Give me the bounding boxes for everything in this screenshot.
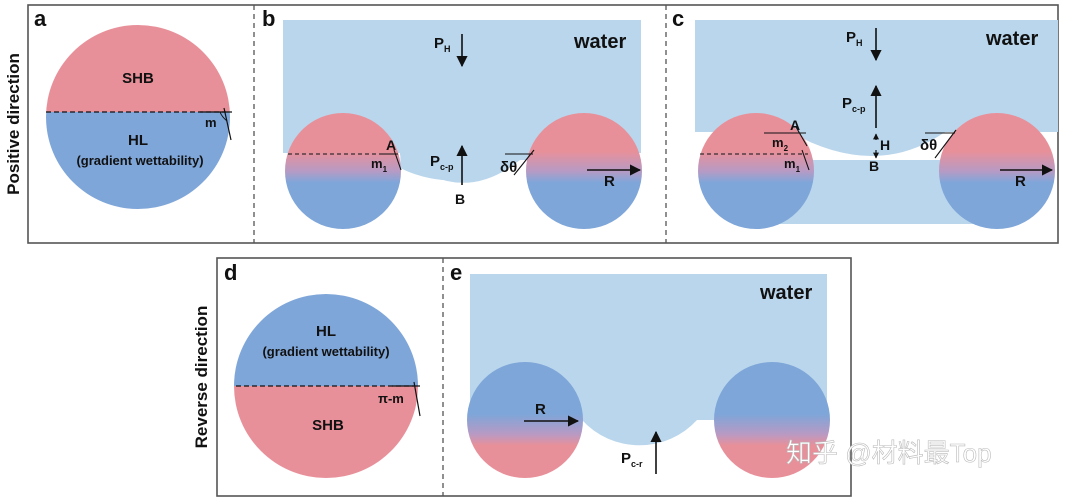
panel-letter-e: e — [450, 260, 462, 285]
panel-c-meniscus — [790, 132, 945, 156]
panel-a-hl-sub: (gradient wettability) — [76, 153, 203, 168]
panel-e-right-sphere — [714, 362, 830, 478]
panel-c-m2-tangent — [795, 126, 808, 147]
watermark: 知乎 @材料最Top — [786, 438, 992, 468]
panel-a-hl-label: HL — [128, 132, 148, 149]
side-label-reverse: Reverse direction — [192, 306, 211, 449]
bottom-frame — [216, 257, 852, 497]
panel-c-left-sphere — [698, 113, 814, 229]
panel-a-shb-label: SHB — [122, 70, 154, 87]
panel-c-ph-label: PH — [846, 29, 863, 48]
panel-b-m1-label: m1 — [371, 156, 388, 174]
panel-c-radius-label: R — [1015, 173, 1026, 190]
panel-b-radius-label: R — [604, 173, 615, 190]
panel-c-m1-label: m1 — [784, 156, 801, 174]
panel-b-meniscus — [400, 150, 530, 183]
panel-d-hl-label: HL — [316, 323, 336, 340]
panel-c-point-a: A — [790, 117, 800, 133]
panel-b-left-sphere — [285, 113, 401, 229]
panel-b-delta-tangent — [513, 149, 535, 176]
panel-e-water-label: water — [759, 282, 812, 304]
panel-b-right-sphere — [526, 113, 642, 229]
panel-c-m1-tangent — [801, 149, 810, 171]
panel-b-pcp-label: Pc-p — [430, 153, 454, 172]
panel-c-height-label: H — [880, 137, 890, 153]
panel-c-point-b: B — [869, 158, 879, 174]
panel-c-delta-tangent — [934, 129, 957, 159]
panel-e-left-sphere — [467, 362, 583, 478]
panel-letter-a: a — [34, 6, 47, 31]
panel-c-right-sphere — [939, 113, 1055, 229]
panel-letter-d: d — [224, 260, 237, 285]
panel-b-m1-tangent — [393, 149, 402, 171]
panel-e-pcr-label: Pc-r — [621, 450, 643, 469]
panel-e-radius-label: R — [535, 401, 546, 418]
panel-c-delta-label: δθ — [920, 137, 937, 154]
panel-c-pcp-label: Pc-p — [842, 95, 866, 114]
panel-b-delta-label: δθ — [500, 159, 517, 176]
panel-b-point-a: A — [386, 137, 396, 153]
panel-d-angle-label: π-m — [378, 391, 404, 406]
panel-d-shb-label: SHB — [312, 417, 344, 434]
panel-a-angle-label: m — [205, 115, 217, 130]
panel-letter-b: b — [262, 6, 275, 31]
panel-a-tangent — [223, 107, 232, 141]
panel-c-water-label: water — [985, 28, 1038, 50]
panel-d-tangent — [413, 381, 421, 417]
panel-b-water-label: water — [573, 31, 626, 53]
panel-d-hl-sub: (gradient wettability) — [262, 344, 389, 359]
panel-c-m2-label: m2 — [772, 135, 789, 153]
panel-b-point-b: B — [455, 191, 465, 207]
panel-a-angle-arc — [219, 111, 228, 122]
side-label-positive: Positive direction — [4, 53, 23, 195]
panel-d-sphere — [234, 294, 418, 478]
panel-b-ph-label: PH — [434, 35, 451, 54]
panel-letter-c: c — [672, 6, 684, 31]
